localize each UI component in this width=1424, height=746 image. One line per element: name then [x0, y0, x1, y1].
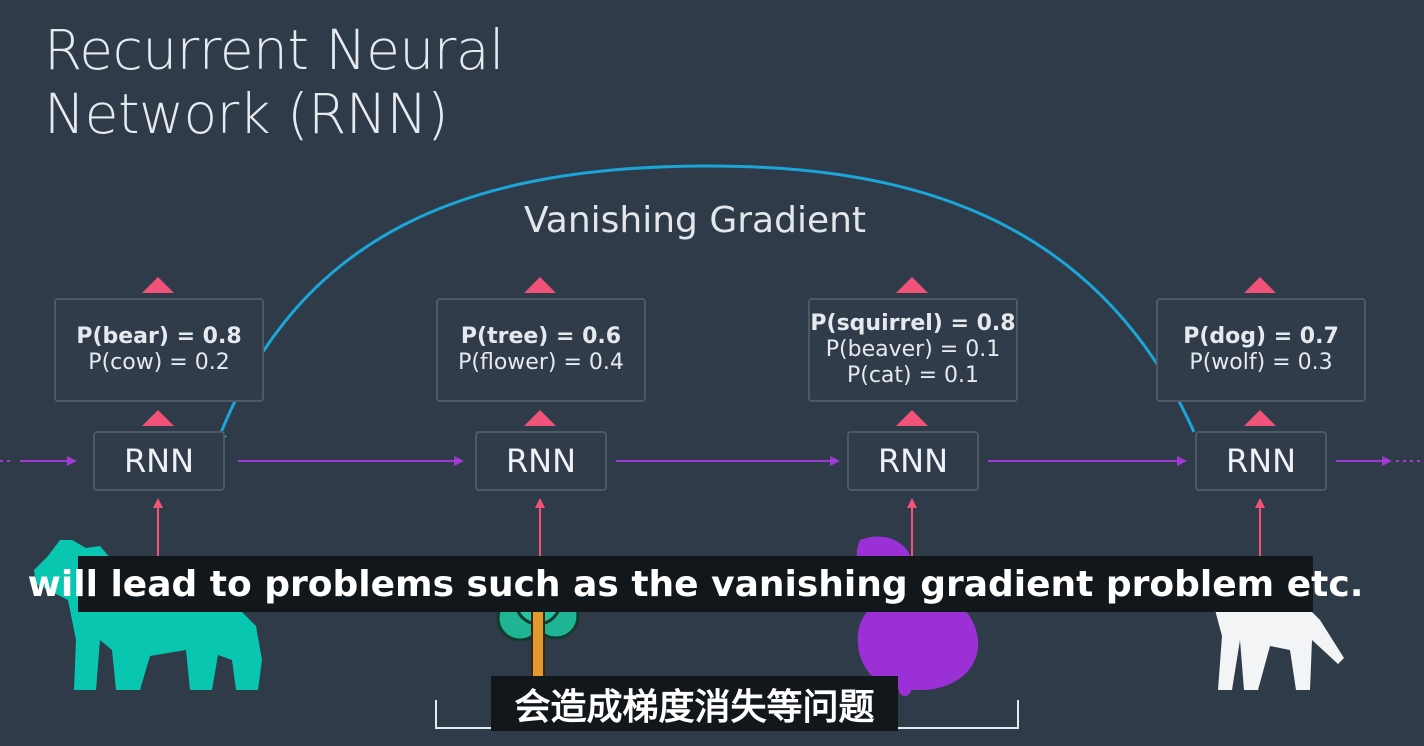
prob-line-top: P(dog) = 0.7	[1183, 324, 1339, 349]
vanishing-gradient-arc	[214, 164, 1196, 447]
prob-box-tree: P(tree) = 0.6 P(flower) = 0.4	[436, 298, 646, 402]
title-line-2: Network (RNN)	[44, 82, 449, 146]
rnn-node-3: RNN	[847, 431, 979, 491]
rnn-node-2: RNN	[475, 431, 607, 491]
prob-line: P(flower) = 0.4	[458, 350, 624, 375]
prob-box-wolf: P(dog) = 0.7 P(wolf) = 0.3	[1156, 298, 1366, 402]
prob-line: P(beaver) = 0.1	[825, 337, 1001, 362]
prob-line: P(cat) = 0.1	[846, 363, 980, 388]
prob-line-top: P(squirrel) = 0.8	[810, 311, 1016, 336]
prob-box-squirrel: P(squirrel) = 0.8 P(beaver) = 0.1 P(cat)…	[808, 298, 1018, 402]
slide-title: Recurrent Neural Network (RNN)	[44, 18, 504, 146]
title-line-1: Recurrent Neural	[44, 18, 504, 82]
prob-line: P(wolf) = 0.3	[1189, 350, 1333, 375]
prob-line-top: P(bear) = 0.8	[76, 324, 242, 349]
prob-line-top: P(tree) = 0.6	[460, 324, 622, 349]
vanishing-gradient-label: Vanishing Gradient	[523, 200, 867, 241]
prob-line: P(cow) = 0.2	[88, 350, 230, 375]
rnn-node-4: RNN	[1195, 431, 1327, 491]
subtitle-chinese: 会造成梯度消失等问题	[491, 676, 898, 731]
input-arrows	[153, 498, 1265, 556]
prob-box-bear: P(bear) = 0.8 P(cow) = 0.2	[54, 298, 264, 402]
output-triangles	[142, 277, 1276, 426]
subtitle-english: will lead to problems such as the vanish…	[28, 556, 1363, 612]
rnn-node-1: RNN	[93, 431, 225, 491]
